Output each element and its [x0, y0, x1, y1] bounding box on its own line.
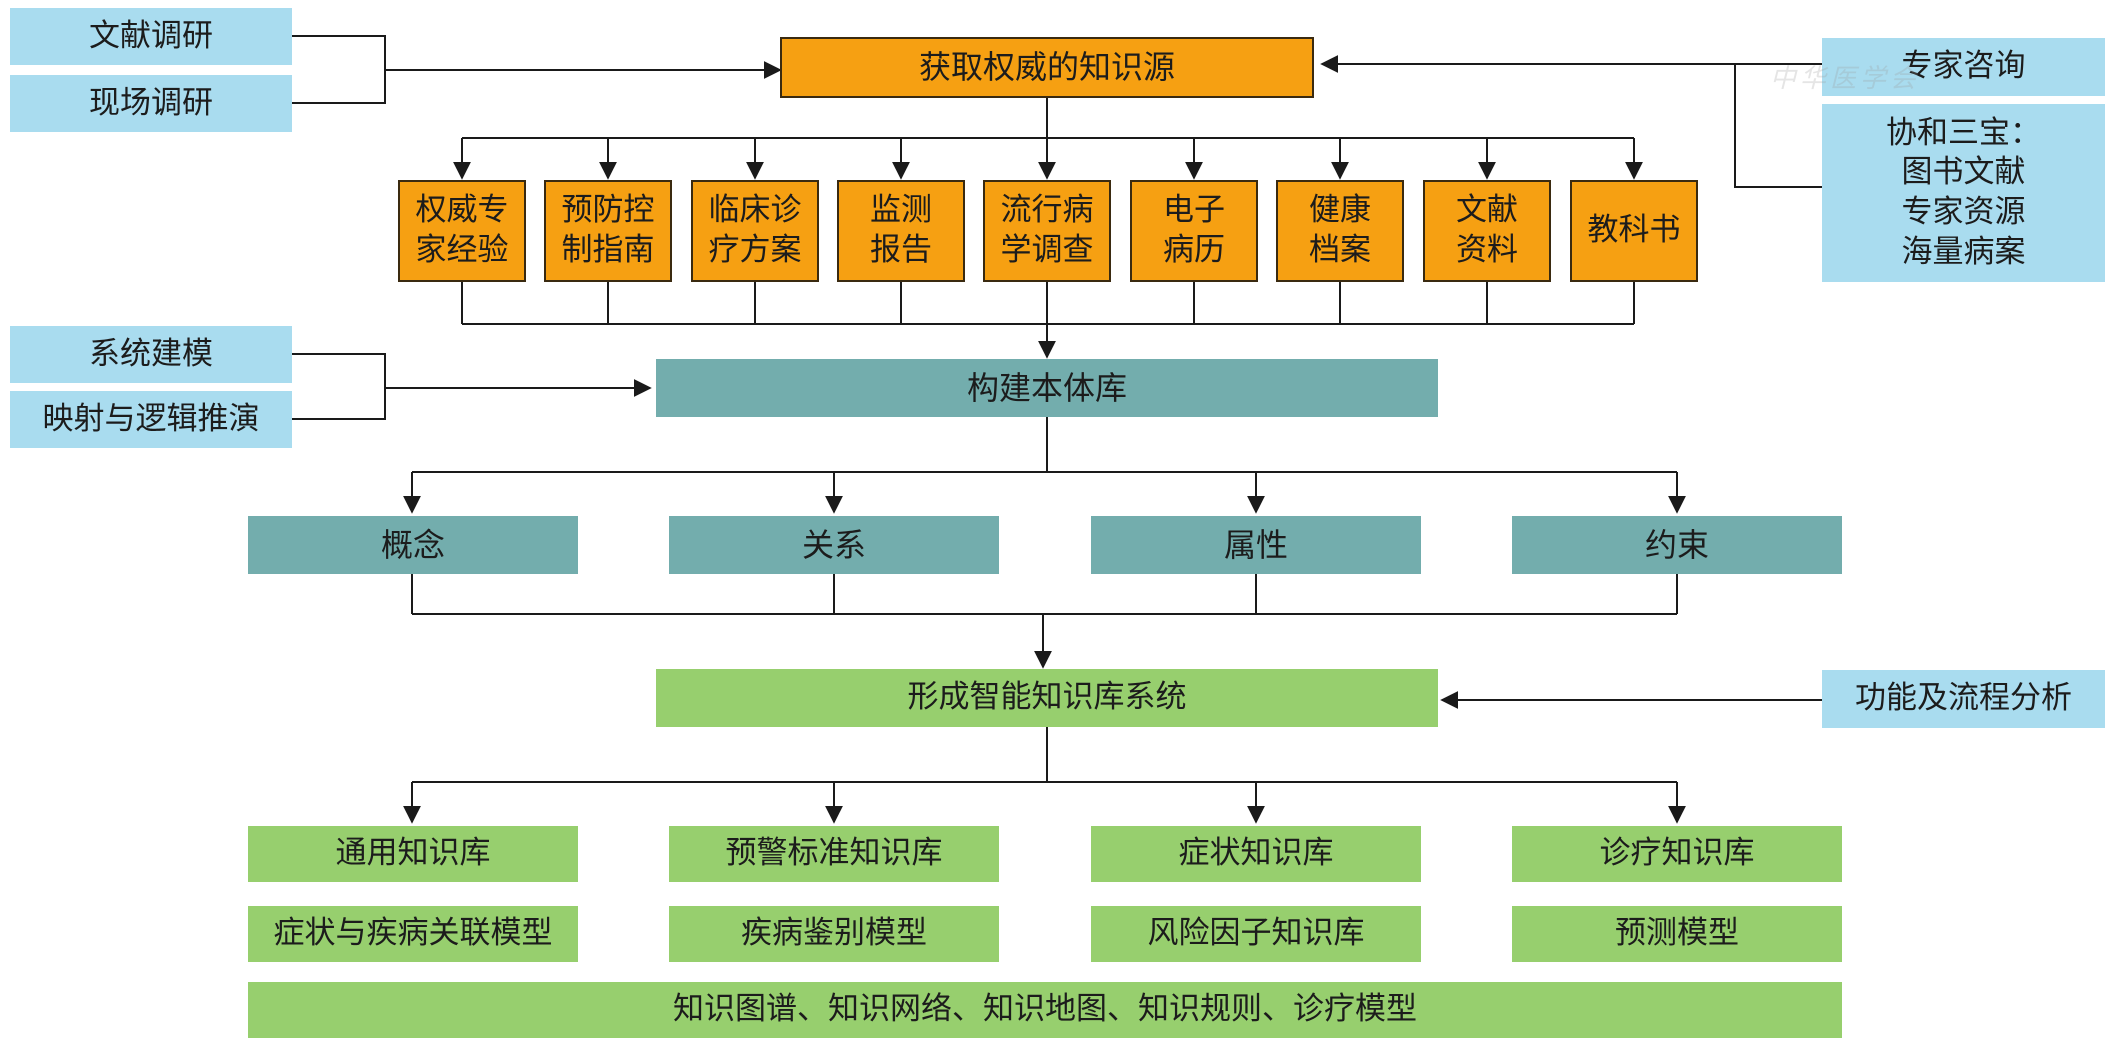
source-line: 学调查	[1000, 232, 1094, 268]
source-prevention-guidelines: 预防控 制指南	[544, 180, 672, 282]
input-expert-consultation: 专家咨询	[1822, 38, 2105, 96]
source-line: 疗方案	[708, 232, 802, 268]
source-line: 教科书	[1587, 212, 1681, 249]
source-electronic-records: 电子 病历	[1130, 180, 1258, 282]
node-acquire-knowledge-source: 获取权威的知识源	[780, 37, 1314, 98]
source-line: 制指南	[561, 232, 655, 268]
ontology-attribute: 属性	[1091, 516, 1421, 574]
input-pumc-three-treasures: 协和三宝： 图书文献 专家资源 海量病案	[1822, 104, 2105, 282]
ontology-relation: 关系	[669, 516, 999, 574]
source-line: 临床诊	[708, 192, 802, 229]
source-line: 报告	[870, 232, 932, 268]
model-disease-differentiation: 疾病鉴别模型	[669, 906, 999, 962]
model-prediction: 预测模型	[1512, 906, 1842, 962]
ontology-constraint: 约束	[1512, 516, 1842, 574]
source-line: 监测	[870, 192, 932, 229]
kb-general: 通用知识库	[248, 826, 578, 882]
knowledge-outputs-bar: 知识图谱、知识网络、知识地图、知识规则、诊疗模型	[248, 982, 1842, 1038]
source-line: 文献	[1456, 192, 1518, 229]
kb-diagnosis-treatment: 诊疗知识库	[1512, 826, 1842, 882]
pumc-line-title: 协和三宝：	[1886, 114, 2041, 151]
source-line: 资料	[1456, 232, 1518, 268]
node-intelligent-knowledge-system: 形成智能知识库系统	[656, 669, 1438, 727]
source-surveillance-reports: 监测 报告	[837, 180, 965, 282]
kb-risk-factors: 风险因子知识库	[1091, 906, 1421, 962]
source-line: 预防控	[561, 192, 655, 229]
pumc-line-cases: 海量病案	[1901, 233, 2026, 270]
kb-symptoms: 症状知识库	[1091, 826, 1421, 882]
source-textbooks: 教科书	[1570, 180, 1698, 282]
source-line: 健康	[1309, 192, 1371, 229]
source-health-archives: 健康 档案	[1276, 180, 1404, 282]
source-line: 权威专	[415, 192, 509, 229]
source-clinical-protocols: 临床诊 疗方案	[691, 180, 819, 282]
model-symptom-disease-association: 症状与疾病关联模型	[248, 906, 578, 962]
source-line: 病历	[1163, 232, 1225, 268]
source-line: 家经验	[415, 232, 509, 268]
source-literature-materials: 文献 资料	[1423, 180, 1551, 282]
input-field-research: 现场调研	[10, 75, 292, 132]
ontology-concept: 概念	[248, 516, 578, 574]
input-mapping-reasoning: 映射与逻辑推演	[10, 391, 292, 448]
pumc-line-library: 图书文献	[1901, 154, 2026, 191]
watermark: 中华医学会	[1770, 64, 1921, 94]
input-literature-research: 文献调研	[10, 8, 292, 65]
input-system-modeling: 系统建模	[10, 326, 292, 383]
input-function-process-analysis: 功能及流程分析	[1822, 670, 2105, 728]
source-line: 档案	[1309, 232, 1371, 268]
source-line: 电子	[1163, 192, 1225, 229]
kb-early-warning-standards: 预警标准知识库	[669, 826, 999, 882]
pumc-line-experts: 专家资源	[1901, 194, 2026, 230]
source-line: 流行病	[1000, 192, 1094, 229]
source-expert-experience: 权威专 家经验	[398, 180, 526, 282]
node-build-ontology: 构建本体库	[656, 359, 1438, 417]
source-epidemiological-survey: 流行病 学调查	[983, 180, 1111, 282]
